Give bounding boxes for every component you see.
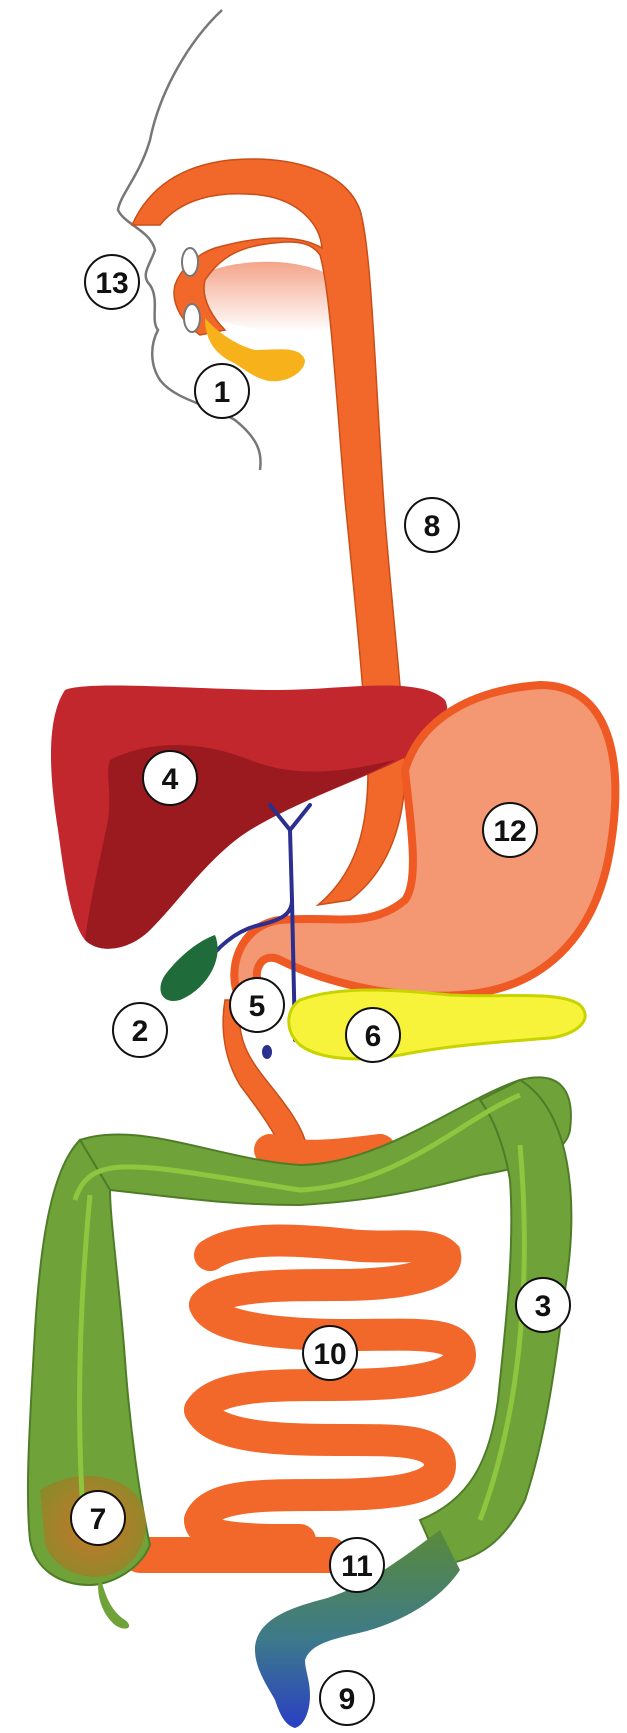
label-4-text: 4 <box>162 763 179 796</box>
label-6: 6 <box>346 1008 400 1062</box>
label-12-text: 12 <box>493 815 526 848</box>
upper-tooth <box>182 248 198 276</box>
label-10-text: 10 <box>313 1338 346 1371</box>
label-7: 7 <box>71 1491 125 1545</box>
label-12: 12 <box>483 803 537 857</box>
pancreas-shape <box>289 990 585 1059</box>
label-10: 10 <box>303 1326 357 1380</box>
lower-tooth <box>184 304 200 332</box>
gallbladder-shape <box>160 935 217 1001</box>
label-1: 1 <box>195 364 249 418</box>
label-2-text: 2 <box>132 1015 149 1048</box>
label-1-text: 1 <box>214 376 231 409</box>
label-6-text: 6 <box>365 1020 382 1053</box>
label-9: 9 <box>320 1671 374 1725</box>
label-3: 3 <box>516 1278 570 1332</box>
label-13: 13 <box>85 255 139 309</box>
oral-cavity <box>200 262 330 332</box>
label-3-text: 3 <box>535 1290 552 1323</box>
label-5: 5 <box>230 978 284 1032</box>
label-5-text: 5 <box>249 990 266 1023</box>
label-7-text: 7 <box>90 1503 107 1536</box>
label-11-text: 11 <box>341 1550 373 1583</box>
label-4: 4 <box>143 751 197 805</box>
label-9-text: 9 <box>339 1683 356 1716</box>
label-8: 8 <box>405 498 459 552</box>
label-2: 2 <box>113 1003 167 1057</box>
label-13-text: 13 <box>95 267 128 300</box>
label-11: 11 <box>330 1538 384 1592</box>
duodenal-papilla <box>262 1045 272 1059</box>
label-8-text: 8 <box>424 510 441 543</box>
